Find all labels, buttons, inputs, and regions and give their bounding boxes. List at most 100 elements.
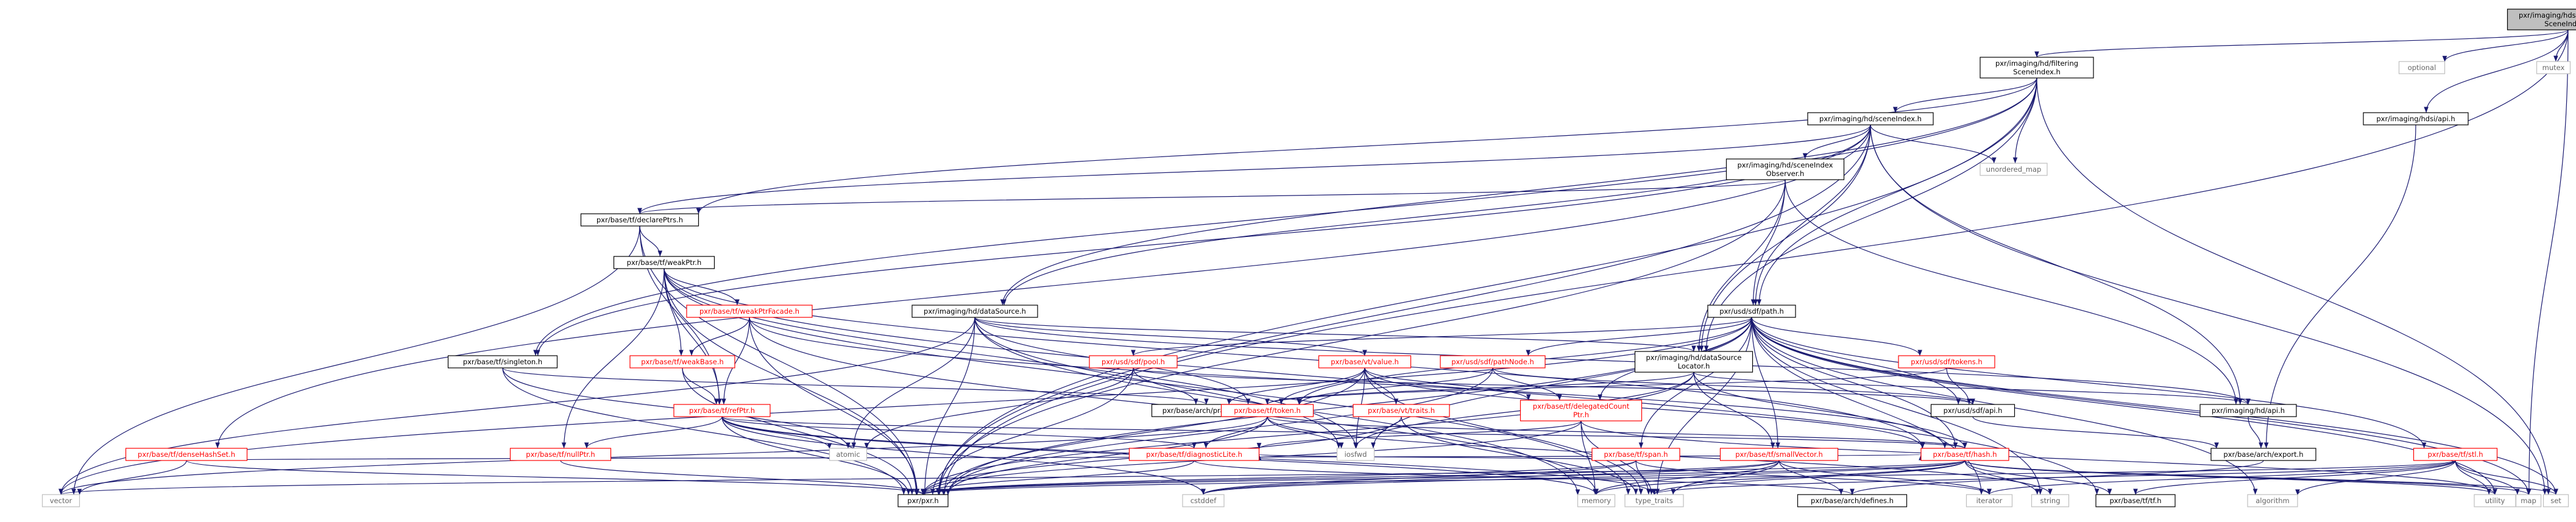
edge-hash-to-pxr: [921, 460, 1966, 495]
edge-filtering-to-unordered_map: [2012, 77, 2037, 164]
node-archexport[interactable]: pxr/base/arch/export.h: [2210, 448, 2316, 461]
edge-stl-to-tf: [2133, 460, 2456, 495]
edge-delegated-to-utility: [1580, 420, 2497, 495]
node-smallvector[interactable]: pxr/base/tf/smallVector.h: [1719, 448, 1839, 461]
edge-datasource-to-iosfwd: [974, 317, 1342, 449]
node-token[interactable]: pxr/base/tf/token.h: [1220, 404, 1314, 417]
node-tf[interactable]: pxr/base/tf/tf.h: [2095, 494, 2176, 507]
edge-sceneindex-to-unordered_map: [1870, 124, 1997, 164]
edge-densehashset-to-vector: [77, 460, 187, 495]
node-box: [2398, 61, 2446, 74]
node-memory: memory: [1577, 494, 1616, 507]
edge-token-to-iosfwd: [1267, 416, 1344, 449]
node-datasource[interactable]: pxr/imaging/hd/dataSource.h: [911, 305, 1038, 318]
edge-datasource-to-value: [974, 317, 1367, 356]
edge-smallvector-to-pxr: [921, 460, 1780, 495]
edge-pathnode-to-delegated: [1492, 367, 1562, 401]
node-sdfapi[interactable]: pxr/usd/sdf/api.h: [1930, 404, 2015, 417]
node-archdefines[interactable]: pxr/base/arch/defines.h: [1797, 494, 1908, 507]
node-declareptrs[interactable]: pxr/base/tf/declarePtrs.h: [580, 213, 699, 227]
edge-pathnode-to-token: [1297, 367, 1493, 405]
node-pxr[interactable]: pxr/pxr.h: [897, 494, 949, 507]
edge-weakptrfacade-to-hash: [749, 317, 1967, 449]
node-hash[interactable]: pxr/base/tf/hash.h: [1920, 448, 2009, 461]
edge-value-to-traits: [1364, 367, 1399, 405]
node-refptr[interactable]: pxr/base/tf/refPtr.h: [673, 404, 771, 417]
edge-token-to-vector: [58, 416, 1268, 495]
node-path[interactable]: pxr/usd/sdf/path.h: [1707, 305, 1796, 318]
edge-filtering-to-path: [1757, 77, 2037, 306]
node-root[interactable]: pxr/imaging/hdsi/debuggingSceneIndex.h: [2507, 9, 2576, 30]
node-box: [1440, 355, 1546, 369]
node-sceneindex[interactable]: pxr/imaging/hd/sceneIndex.h: [1807, 112, 1934, 125]
node-mutex: mutex: [2536, 61, 2571, 74]
node-weakptrfacade[interactable]: pxr/base/tf/weakPtrFacade.h: [686, 305, 813, 318]
edge-sceneindex-to-set: [1870, 124, 2547, 495]
node-box: [2507, 9, 2576, 30]
node-box: [1353, 404, 1450, 417]
edge-datasource-to-locator: [974, 317, 1696, 352]
edge-observer-to-pxr: [937, 179, 1786, 495]
node-hdsiapi[interactable]: pxr/imaging/hdsi/api.h: [2363, 112, 2469, 125]
edge-sceneindex-to-pxr: [936, 124, 1871, 495]
edge-datasource-to-hdapi: [974, 317, 2251, 405]
node-span[interactable]: pxr/base/tf/span.h: [1591, 448, 1680, 461]
edge-locator-to-token: [1265, 372, 1694, 405]
node-sdftokens[interactable]: pxr/usd/sdf/tokens.h: [1898, 355, 1995, 369]
node-densehashset[interactable]: pxr/base/tf/denseHashSet.h: [125, 448, 248, 461]
node-box: [1336, 448, 1375, 461]
node-pool[interactable]: pxr/usd/sdf/pool.h: [1089, 355, 1178, 369]
node-label: pxr/imaging/hd/filtering: [1995, 59, 2078, 68]
node-traits[interactable]: pxr/base/vt/traits.h: [1353, 404, 1450, 417]
node-label: memory: [1582, 496, 1611, 505]
edge-stl-to-type_traits: [1652, 460, 2456, 495]
edge-weakptr-to-weakbase: [663, 268, 684, 356]
node-nullptr[interactable]: pxr/base/tf/nullPtr.h: [509, 448, 612, 461]
node-label: pxr/imaging/hd/dataSource: [1646, 353, 1742, 362]
node-label: pxr/usd/sdf/api.h: [1944, 406, 2003, 415]
node-box: [1980, 163, 2048, 176]
node-box: [1980, 57, 2094, 79]
node-box: [629, 355, 735, 369]
node-box: [2536, 61, 2571, 74]
node-utility: utility: [2474, 494, 2516, 507]
node-label: pxr/base/tf/stl.h: [2427, 450, 2483, 459]
node-weakbase[interactable]: pxr/base/tf/weakBase.h: [629, 355, 735, 369]
node-label: vector: [50, 496, 73, 505]
edge-declareptrs-to-weakptr: [639, 225, 663, 257]
edge-root-to-optional: [2442, 29, 2569, 62]
node-label: algorithm: [2256, 496, 2290, 505]
node-singleton[interactable]: pxr/base/tf/singleton.h: [447, 355, 558, 369]
node-hdapi[interactable]: pxr/imaging/hd/api.h: [2199, 404, 2297, 417]
node-box: [686, 305, 813, 318]
edge-stl-to-algorithm: [2295, 460, 2456, 496]
node-label: pxr/base/tf/weakPtrFacade.h: [699, 307, 799, 316]
node-value[interactable]: pxr/base/vt/value.h: [1318, 355, 1412, 369]
node-label: pxr/imaging/hdsi/api.h: [2376, 115, 2455, 123]
edge-singleton-to-pxr: [502, 367, 907, 495]
edge-root-to-filtering: [2034, 29, 2569, 58]
node-diaglite[interactable]: pxr/base/tf/diagnosticLite.h: [1128, 448, 1260, 461]
edge-sdftokens-to-sdfapi: [1946, 367, 1972, 405]
node-stl[interactable]: pxr/base/tf/stl.h: [2413, 448, 2498, 461]
edge-sceneindex-to-singleton: [535, 124, 1871, 356]
edge-span-to-type_traits: [1635, 460, 1654, 495]
node-weakptr[interactable]: pxr/base/tf/weakPtr.h: [613, 256, 715, 269]
node-label: atomic: [836, 450, 860, 459]
edge-path-to-pool: [1131, 317, 1752, 356]
node-box: [1725, 158, 1845, 180]
edge-filtering-to-set: [2036, 77, 2551, 495]
node-pathnode[interactable]: pxr/usd/sdf/pathNode.h: [1440, 355, 1546, 369]
node-label: pxr/usd/sdf/tokens.h: [1911, 358, 1982, 366]
edge-pool-to-pxr: [930, 367, 1134, 495]
edge-locator-to-hdapi: [1693, 372, 2251, 405]
node-label: string: [2040, 496, 2060, 505]
node-label: mutex: [2542, 63, 2565, 72]
node-label: pxr/base/vt/traits.h: [1368, 406, 1435, 415]
edge-stl-to-map: [2455, 460, 2520, 495]
node-box: [1220, 404, 1314, 417]
